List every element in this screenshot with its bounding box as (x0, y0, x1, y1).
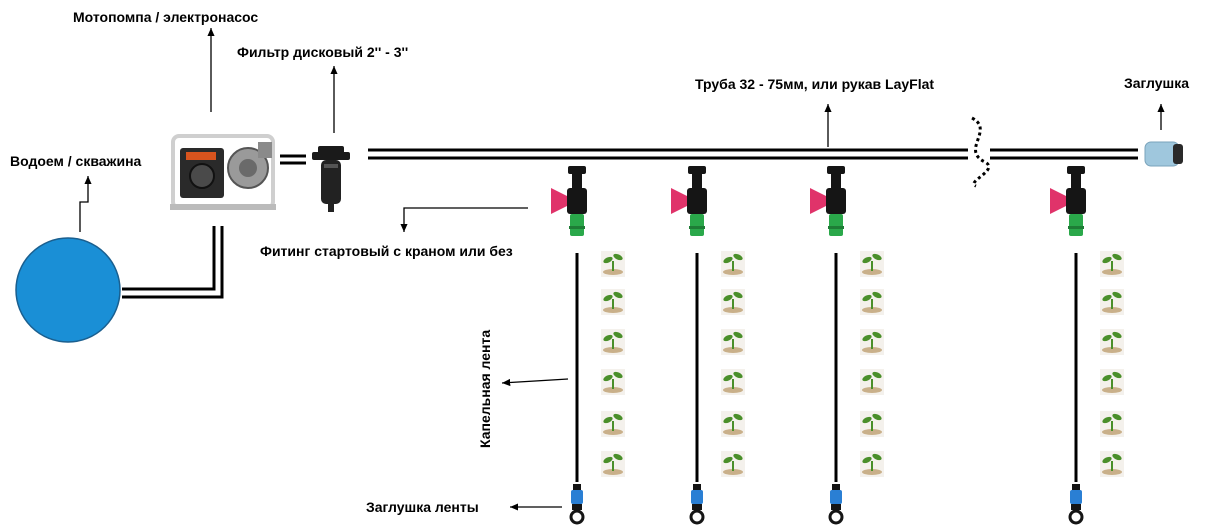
tape-cap-label: Заглушка ленты (366, 499, 479, 515)
source-label: Водоем / скважина (10, 153, 142, 169)
drip-lines (551, 166, 1124, 525)
seedling-icon (1100, 329, 1124, 355)
start-fitting-valve-icon (810, 166, 846, 236)
pipe-end-cap-icon (1144, 141, 1183, 167)
seedling-icon (721, 329, 745, 355)
start-fitting-valve-icon (551, 166, 587, 236)
seedling-icon (601, 411, 625, 437)
seedling-icon (860, 289, 884, 315)
seedling-icon (860, 411, 884, 437)
seedling-icon (1100, 289, 1124, 315)
seedling-icon (601, 251, 625, 277)
drip-line (551, 166, 625, 525)
suction-hose (122, 226, 224, 299)
seedling-icon (601, 329, 625, 355)
start-fitting-valve-icon (671, 166, 707, 236)
drip-line (671, 166, 745, 525)
tape-end-cap-icon (569, 484, 585, 525)
seedling-icon (601, 369, 625, 395)
annotation-arrows (79, 28, 1165, 511)
pipe-label: Труба 32 - 75мм, или рукав LayFlat (695, 76, 935, 92)
main-pipe (368, 148, 1138, 160)
source-arrow (79, 176, 92, 232)
fitting-arrow (400, 207, 528, 232)
seedling-icon (1100, 369, 1124, 395)
seedling-icon (860, 329, 884, 355)
water-source-icon (15, 237, 121, 343)
pipe-break-icon (971, 116, 991, 188)
seedling-icon (1100, 251, 1124, 277)
disc-filter-icon (312, 146, 350, 212)
motopump-icon (170, 134, 276, 210)
start-fitting-valve-icon (1050, 166, 1086, 236)
motopump-label: Мотопомпа / электронасос (73, 9, 259, 25)
seedling-icon (721, 251, 745, 277)
drip-line (810, 166, 884, 525)
drip-line (1050, 166, 1124, 525)
seedling-icon (721, 289, 745, 315)
seedling-icon (721, 369, 745, 395)
drip-tape-arrow (501, 378, 569, 387)
seedling-icon (1100, 411, 1124, 437)
seedling-icon (721, 411, 745, 437)
start-fitting-label: Фитинг стартовый с краном или без (260, 243, 513, 259)
seedling-icon (860, 369, 884, 395)
tape-end-cap-icon (828, 484, 844, 525)
tape-end-cap-icon (689, 484, 705, 525)
pump-filter-connector (280, 154, 306, 165)
end-cap-label: Заглушка (1124, 75, 1189, 91)
seedling-icon (721, 451, 745, 477)
seedling-icon (860, 451, 884, 477)
filter-label: Фильтр дисковый 2'' - 3'' (237, 44, 409, 60)
tape-end-cap-icon (1068, 484, 1084, 525)
seedling-icon (860, 251, 884, 277)
seedling-icon (1100, 451, 1124, 477)
seedling-icon (601, 451, 625, 477)
seedling-icon (601, 289, 625, 315)
drip-tape-label: Капельная лента (477, 329, 493, 448)
